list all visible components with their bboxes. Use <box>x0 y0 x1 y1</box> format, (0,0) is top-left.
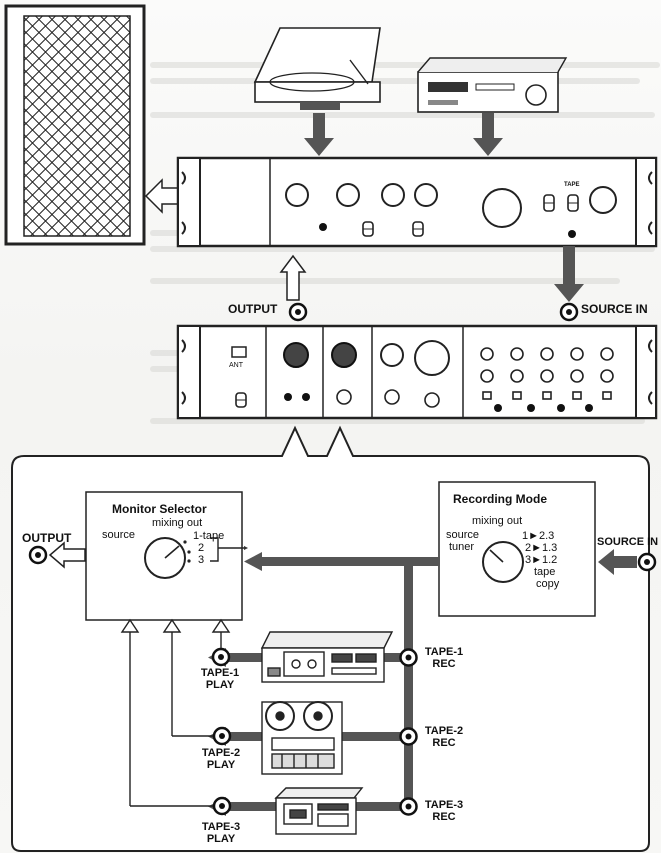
source-in-label: SOURCE IN <box>597 536 659 548</box>
output-left-arrow-icon <box>48 541 86 569</box>
rack-source-in-label: SOURCE IN <box>581 302 648 316</box>
cassette-deck-1-icon <box>260 631 394 683</box>
cassette-deck-3-icon <box>274 787 364 835</box>
reel-to-reel-deck-icon <box>261 701 343 775</box>
recording-opt2: 2►1.3 <box>525 542 558 554</box>
recording-mode-box <box>438 481 596 617</box>
ant-label: ANT <box>229 362 243 369</box>
recording-mixing-out: mixing out <box>472 515 523 527</box>
rack-output-label: OUTPUT <box>228 302 278 316</box>
monitor-mixing-out: mixing out <box>152 517 203 529</box>
tape-selector-panel <box>176 324 658 420</box>
speaker-arrow-icon <box>144 178 179 214</box>
recording-tuner: tuner <box>449 541 475 553</box>
output-up-arrow-icon <box>279 254 307 301</box>
amplifier-panel <box>176 156 658 248</box>
source-in-arrow-icon <box>598 549 637 575</box>
recording-source: source <box>446 529 480 541</box>
tuner-arrow-icon <box>473 113 503 156</box>
output-label: OUTPUT <box>22 531 72 545</box>
monitor-tape3: 3 <box>198 554 205 566</box>
turntable-icon <box>253 27 381 110</box>
tape-knob-label: TAPE <box>564 182 580 188</box>
source-down-arrow-icon <box>554 246 584 302</box>
monitor-selector-title: Monitor Selector <box>112 502 207 516</box>
monitor-tape1: 1-tape <box>193 530 225 542</box>
monitor-tape2: 2 <box>198 542 205 554</box>
recording-opt1: 1►2.3 <box>522 530 555 542</box>
tuner-icon <box>417 57 568 113</box>
turntable-arrow-icon <box>304 113 334 156</box>
recording-copy: copy <box>536 578 560 590</box>
recording-mode-title: Recording Mode <box>453 492 548 506</box>
recording-opt3: 3►1.2 <box>525 554 558 566</box>
monitor-source: source <box>102 529 136 541</box>
play-lines <box>120 618 231 807</box>
speaker <box>4 4 146 246</box>
monitor-selector-box <box>85 491 249 621</box>
recording-tape: tape <box>534 566 556 578</box>
